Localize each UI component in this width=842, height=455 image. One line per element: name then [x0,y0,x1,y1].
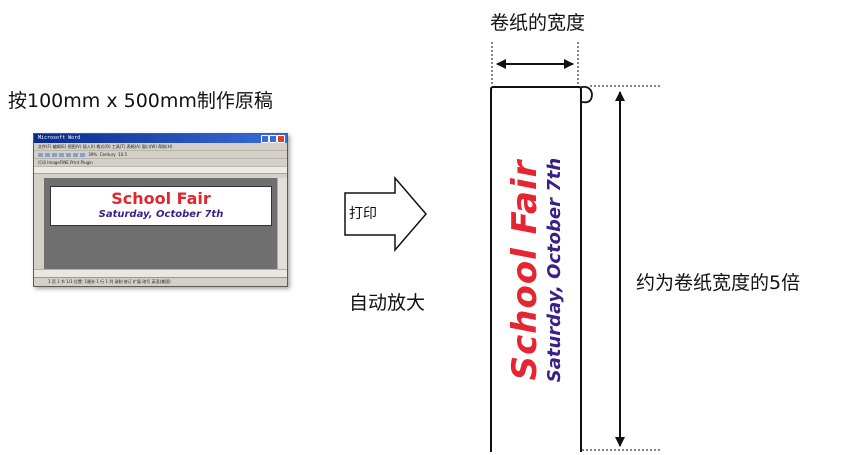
horizontal-scrollbar [34,269,287,277]
new-doc-icon [38,153,43,157]
vertical-ruler [34,178,44,269]
rotated-print-content: School Fair Saturday, October 7th [505,157,566,383]
print-arrow [344,175,427,253]
maximize-icon [269,135,277,143]
ruler [34,167,287,174]
strip-title: School Fair [505,159,545,381]
roll-width-caption: 卷纸的宽度 [490,12,586,34]
word-title: Microsoft Word [38,135,81,141]
vertical-scrollbar [277,178,287,269]
word-toolbar: 39% Century 10.5 [34,151,287,159]
word-title-bar: Microsoft Word [34,134,287,143]
toolbar-font: Century [99,152,116,157]
word-tab-bar: 打印 ImageFINE Print Plugin [34,159,287,167]
original-size-caption: 按100mm x 500mm制作原稿 [8,90,273,112]
copy-icon [80,153,85,157]
cut-icon [73,153,78,157]
word-status-bar: 1 页 1 节 1/1 位置: 1厘米 1 行 1 列 录制 修订 扩展 改写 … [34,277,287,286]
print-icon [59,153,64,157]
preview-icon [66,153,71,157]
open-icon [45,153,50,157]
printed-paper-strip: School Fair Saturday, October 7th [490,86,582,452]
document-page: School Fair Saturday, October 7th [50,186,272,226]
strip-subtitle: Saturday, October 7th [544,157,565,383]
save-icon [52,153,57,157]
minimize-icon [261,135,269,143]
word-menu-bar: 文件(F) 编辑(E) 视图(V) 插入(I) 格式(O) 工具(T) 表格(A… [34,143,287,151]
doc-subtitle: Saturday, October 7th [98,209,224,220]
auto-enlarge-caption: 自动放大 [349,292,426,314]
length-caption: 约为卷纸宽度的5倍 [636,272,801,294]
print-arrow-label: 打印 [349,206,377,222]
close-icon [277,135,285,143]
toolbar-zoom: 39% [88,152,98,157]
document-canvas: School Fair Saturday, October 7th [44,178,278,269]
word-window-screenshot: Microsoft Word 文件(F) 编辑(E) 视图(V) 插入(I) 格… [33,133,288,287]
doc-title: School Fair [111,189,211,208]
toolbar-size: 10.5 [118,152,128,157]
